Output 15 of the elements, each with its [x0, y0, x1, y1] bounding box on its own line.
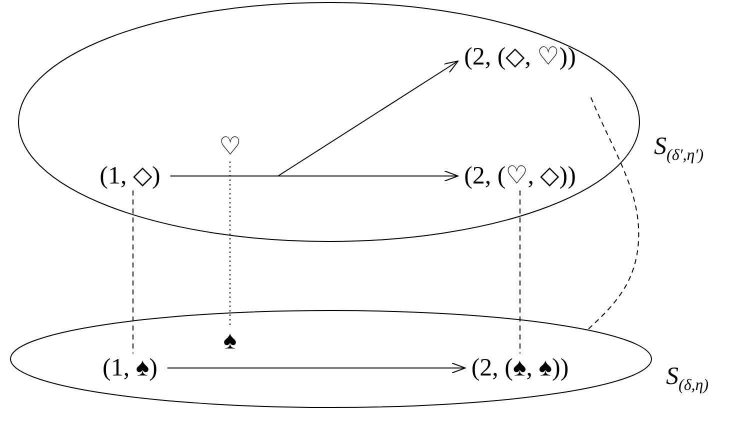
set-label: S$_{(δ,η)}$ [666, 364, 709, 394]
math-label: (1, ♠) [102, 356, 158, 380]
arrow [166, 362, 466, 374]
math-label: (2, (◇, ♡)) [464, 44, 576, 70]
math-label: ♠ [223, 328, 237, 354]
math-label: (1, ◇) [100, 164, 160, 188]
arrow [170, 60, 459, 176]
set-label: S$_{(δ′,η′)}$ [654, 134, 704, 164]
set-ellipse [18, 2, 640, 242]
math-label: (2, (♠, ♠)) [471, 356, 569, 380]
math-label: ♡ [219, 134, 241, 160]
connector-line [587, 97, 640, 330]
connector-line [132, 190, 134, 354]
math-label: (2, (♡, ◇)) [464, 164, 576, 188]
set-ellipse [10, 310, 652, 408]
